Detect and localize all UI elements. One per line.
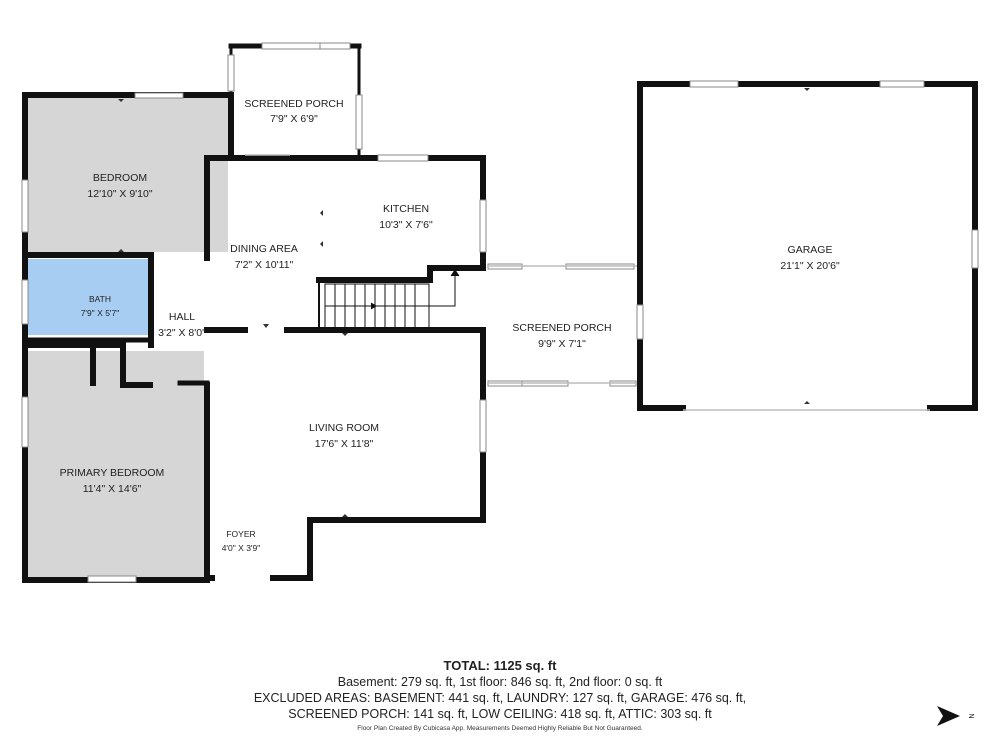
room-name-dining-area: DINING AREA (230, 243, 298, 255)
room-name-bedroom: BEDROOM (93, 172, 147, 184)
door-markers (118, 88, 810, 517)
north-letter: N (967, 713, 974, 718)
room-dims-screened-porch-mid: 9'9" X 7'1" (538, 338, 586, 350)
excluded-areas-line-2: SCREENED PORCH: 141 sq. ft, LOW CEILING:… (288, 707, 712, 721)
excluded-areas-line-1: EXCLUDED AREAS: BASEMENT: 441 sq. ft, LA… (253, 691, 747, 705)
living-room-walls (204, 327, 486, 581)
room-dims-screened-porch-top: 7'9" X 6'9" (270, 113, 318, 125)
bedroom-fill (27, 98, 228, 252)
room-dims-bath: 7'9" X 5'7" (81, 308, 120, 318)
area-summary: TOTAL: 1125 sq. ft Basement: 279 sq. ft,… (0, 658, 1000, 722)
room-name-screened-porch-top: SCREENED PORCH (244, 98, 343, 110)
room-name-bath: BATH (89, 294, 111, 304)
floor-plan: SCREENED PORCH 7'9" X 6'9" BEDROOM 12'10… (21, 42, 979, 583)
bath-fill (27, 259, 148, 335)
total-area: TOTAL: 1125 sq. ft (443, 658, 557, 673)
primary-bedroom-fill (27, 351, 204, 577)
room-dims-living-room: 17'6" X 11'8" (315, 438, 374, 450)
room-name-foyer: FOYER (226, 529, 255, 539)
room-name-screened-porch-mid: SCREENED PORCH (512, 322, 611, 334)
room-name-primary-bedroom: PRIMARY BEDROOM (60, 467, 165, 479)
north-arrow-icon: N (937, 706, 974, 726)
room-name-hall: HALL (169, 311, 195, 323)
credit-line: Floor Plan Created By Cubicasa App. Meas… (357, 725, 643, 732)
room-dims-hall: 3'2" X 8'0" (158, 327, 206, 339)
room-fills (27, 98, 228, 577)
room-dims-garage: 21'1" X 20'6" (780, 260, 840, 272)
room-dims-primary-bedroom: 11'4" X 14'6" (83, 483, 142, 495)
room-dims-bedroom: 12'10" X 9'10" (87, 188, 152, 200)
room-name-garage: GARAGE (788, 244, 833, 256)
stairs (324, 269, 460, 329)
room-name-kitchen: KITCHEN (383, 203, 429, 215)
room-dims-dining-area: 7'2" X 10'11" (235, 259, 294, 271)
floor-areas: Basement: 279 sq. ft, 1st floor: 846 sq.… (337, 675, 663, 689)
room-name-living-room: LIVING ROOM (309, 422, 379, 434)
room-dims-kitchen: 10'3" X 7'6" (379, 219, 433, 231)
garage-walls (637, 81, 978, 411)
room-dims-foyer: 4'0" X 3'9" (222, 543, 261, 553)
porch-outline (245, 154, 930, 411)
